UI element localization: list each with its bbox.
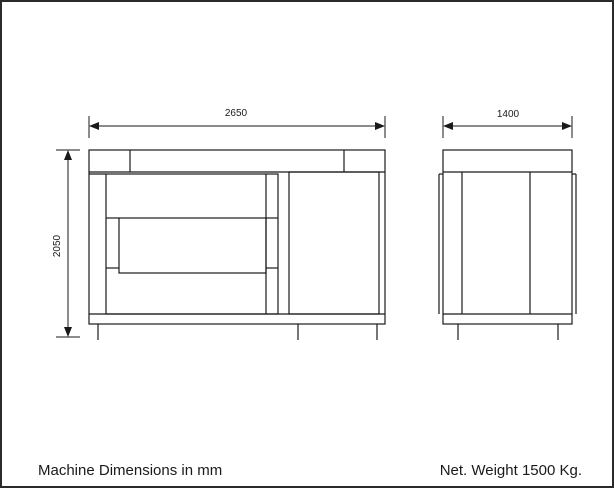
height-arrow-top (64, 150, 72, 160)
dimensions-caption: Machine Dimensions in mm (38, 462, 223, 479)
front-left-cabinet (105, 173, 279, 315)
front-width-label: 2650 (225, 108, 248, 119)
height-dimension: 2050 (52, 149, 80, 338)
side-outer-frame (442, 149, 573, 325)
side-width-label: 1400 (497, 109, 520, 120)
side-width-dimension: 1400 (442, 109, 573, 138)
weight-caption: Net. Weight 1500 Kg. (439, 462, 582, 479)
front-outer-frame (88, 149, 386, 325)
front-right-door (288, 171, 380, 315)
height-label: 2050 (52, 234, 63, 257)
front-width-dimension: 2650 (88, 108, 386, 138)
side-view (438, 149, 577, 340)
front-width-arrow-right (375, 122, 385, 130)
height-arrow-bottom (64, 327, 72, 337)
front-view (88, 149, 386, 340)
side-width-arrow-left (443, 122, 453, 130)
side-width-arrow-right (562, 122, 572, 130)
front-center-window (118, 217, 267, 274)
front-width-arrow-left (89, 122, 99, 130)
